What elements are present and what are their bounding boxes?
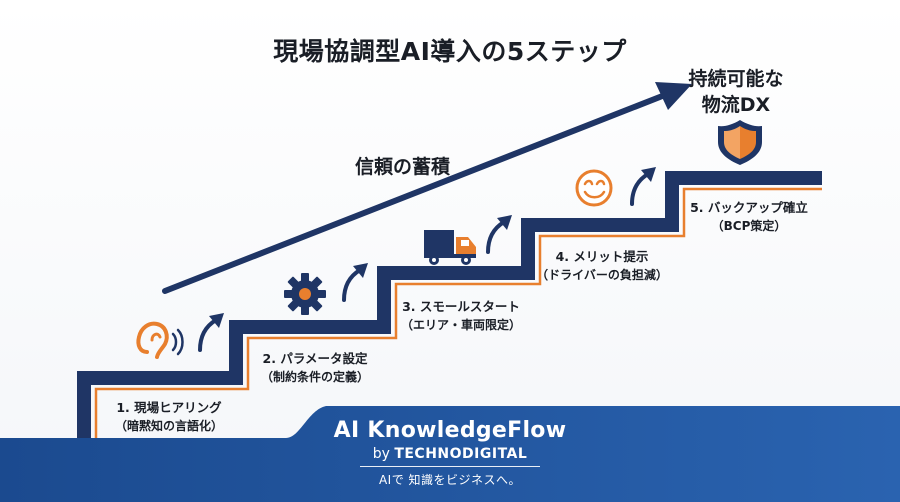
staircase <box>77 171 822 440</box>
page-title: 現場協調型AI導入の5ステップ <box>273 37 627 66</box>
step-3: 3. スモールスタート （エリア・車両限定） <box>394 298 528 334</box>
step-5-label: 5. バックアップ確立 <box>690 200 808 215</box>
footer-band <box>0 406 900 502</box>
brand-byline: by TECHNODIGITAL <box>0 446 900 462</box>
step-2: 2. パラメータ設定 （制約条件の定義） <box>252 350 378 386</box>
trust-label: 信頼の蓄積 <box>355 156 451 178</box>
smiley-icon <box>575 169 613 207</box>
step-4: 4. メリット提示 （ドライバーの負担減） <box>532 248 672 284</box>
step-5-sub: （BCP策定） <box>711 219 787 233</box>
step-1-label: 1. 現場ヒアリング <box>116 400 222 415</box>
step-arrow-4 <box>630 167 656 206</box>
step-1: 1. 現場ヒアリング （暗黙知の言語化） <box>108 399 230 435</box>
brand-divider <box>360 466 540 467</box>
step-2-label: 2. パラメータ設定 <box>262 351 368 366</box>
goal-line-1: 持続可能な <box>688 68 784 90</box>
step-3-label: 3. スモールスタート <box>402 299 520 314</box>
step-5: 5. バックアップ確立 （BCP策定） <box>680 199 818 235</box>
gear-icon <box>284 273 326 315</box>
brand-block: AI KnowledgeFlow by TECHNODIGITAL AIで 知識… <box>0 418 900 488</box>
brand-by-prefix: by <box>372 446 390 462</box>
truck-icon <box>424 230 476 265</box>
goal-line-2: 物流DX <box>701 94 771 116</box>
ear-icon <box>136 321 184 359</box>
step-arrow-3 <box>486 215 512 254</box>
step-3-sub: （エリア・車両限定） <box>400 318 521 332</box>
trend-arrow <box>162 82 692 294</box>
step-1-sub: （暗黙知の言語化） <box>114 419 223 433</box>
brand-company: TECHNODIGITAL <box>394 446 528 462</box>
step-arrow-2 <box>342 263 368 302</box>
step-arrow-1 <box>198 313 224 352</box>
brand-name: AI KnowledgeFlow <box>333 418 567 443</box>
goal-label: 持続可能な 物流DX <box>686 66 786 118</box>
brand-tagline: AIで 知識をビジネスへ。 <box>378 473 522 487</box>
step-4-label: 4. メリット提示 <box>555 249 649 264</box>
step-2-sub: （制約条件の定義） <box>260 370 369 384</box>
shield-icon <box>718 120 762 165</box>
step-4-sub: （ドライバーの負担減） <box>536 268 668 282</box>
